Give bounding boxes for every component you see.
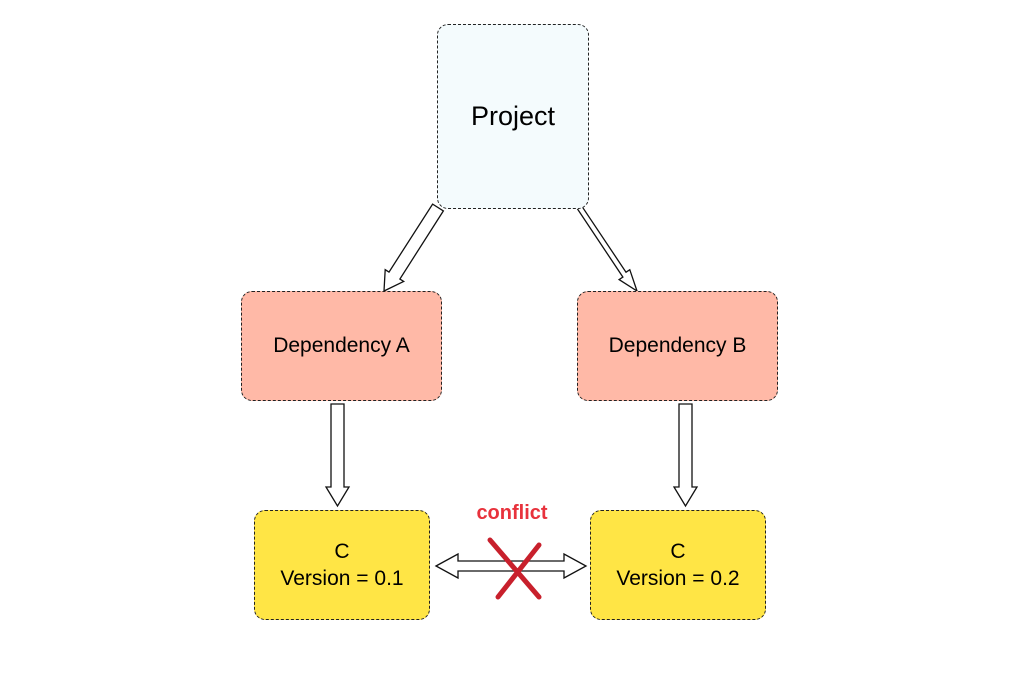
c-right-version: Version = 0.2: [616, 567, 740, 590]
c-version-0-2-node: C Version = 0.2: [590, 510, 766, 620]
c-version-0-1-node: C Version = 0.1: [254, 510, 430, 620]
c-right-name: C: [670, 539, 686, 563]
arrow-dep-b-to-c-right: [672, 403, 699, 508]
c-left-name: C: [334, 539, 350, 563]
dependency-a-label: Dependency A: [273, 334, 410, 357]
dependency-b-node: Dependency B: [577, 291, 778, 401]
dependency-a-node: Dependency A: [241, 291, 442, 401]
dependency-b-label: Dependency B: [608, 334, 747, 357]
arrow-project-to-dep-b: [576, 203, 639, 293]
project-label: Project: [470, 101, 556, 131]
arrow-dep-a-to-c-left: [324, 403, 351, 508]
project-node: Project: [437, 24, 589, 209]
c-left-version: Version = 0.1: [280, 567, 404, 590]
cross-icon: [487, 537, 542, 600]
conflict-label: conflict: [476, 502, 548, 524]
arrow-project-to-dep-a: [383, 203, 445, 293]
